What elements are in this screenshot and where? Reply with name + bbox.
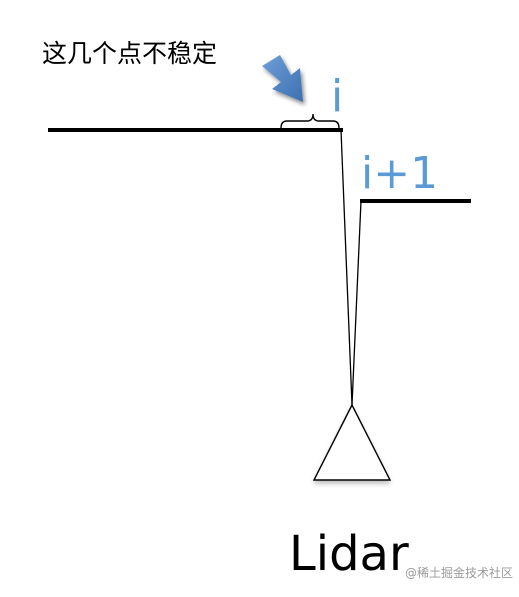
laser-beam-i (340, 129, 353, 406)
unstable-points-annotation: 这几个点不稳定 (42, 39, 217, 68)
lidar-sensor-triangle (312, 403, 392, 481)
pointer-arrow-icon (262, 55, 303, 102)
point-i-plus-1-label: i+1 (361, 148, 438, 199)
watermark-text: @稀土掘金技术社区 (405, 565, 513, 580)
laser-beam-i-plus-1 (351, 200, 362, 406)
lidar-label: Lidar (289, 526, 409, 582)
point-i-label: i (331, 71, 343, 122)
unstable-points-brace (280, 113, 340, 129)
